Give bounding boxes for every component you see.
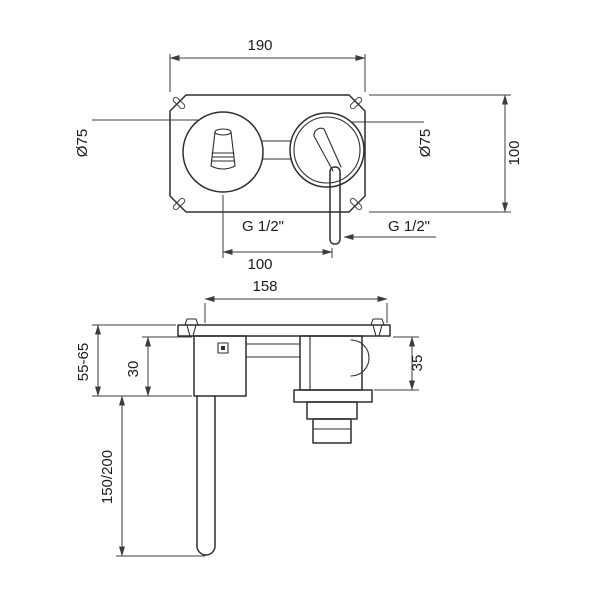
corner-screw-slot-tr [349,96,363,110]
dimension-trim-depth: 30 [125,336,192,397]
spout-length-label: 150/200 [99,450,116,504]
thread-right-label: G 1/2" [388,218,430,235]
left-diameter-label: Ø75 [74,129,91,157]
mixer-rosette-circle [289,112,365,188]
plate-screw-left [184,318,199,337]
thread-right-callout: G 1/2" [343,218,436,240]
wall-plate-side [177,324,391,337]
corner-screw-slot-bl [172,197,186,211]
plate-screw-right [370,318,385,337]
spout-front-outline [210,128,236,170]
valve-height-label: 35 [409,355,426,372]
spout-rosette-circle [182,111,264,193]
right-diameter-label: Ø75 [417,129,434,157]
spout-tube [196,395,216,556]
dimension-spout-length: 150/200 [99,395,205,557]
mounting-plate [169,94,366,213]
mixer-rosette-inner-circle [293,116,361,184]
dimension-right-diameter: Ø75 [352,121,434,157]
front-view: 190 [74,37,523,273]
dimension-mount-depth: 55-65 [75,324,192,397]
lever-handle [313,127,342,245]
hole-spacing-label: 100 [247,256,272,273]
corner-screw-slot-tl [172,96,186,110]
body-width-label: 158 [252,278,277,295]
dimension-left-diameter: Ø75 [74,119,198,157]
dimension-body-width: 158 [204,278,388,323]
thread-center-label: G 1/2" [242,218,284,235]
plate-width-label: 190 [247,37,272,54]
dimension-plate-height: 100 [369,94,523,213]
spout-escutcheon [193,335,247,397]
plate-height-label: 100 [506,140,523,165]
dimension-valve-height: 35 [374,336,426,391]
side-view: 158 [75,278,426,557]
mount-depth-label: 55-65 [75,343,92,381]
mixer-valve-body [293,335,373,444]
aerator-detail [217,342,229,354]
dimension-plate-width: 190 [169,37,366,92]
corner-screw-slot-br [349,197,363,211]
trim-depth-label: 30 [125,361,142,378]
dimension-hole-spacing: 100 [222,195,333,273]
